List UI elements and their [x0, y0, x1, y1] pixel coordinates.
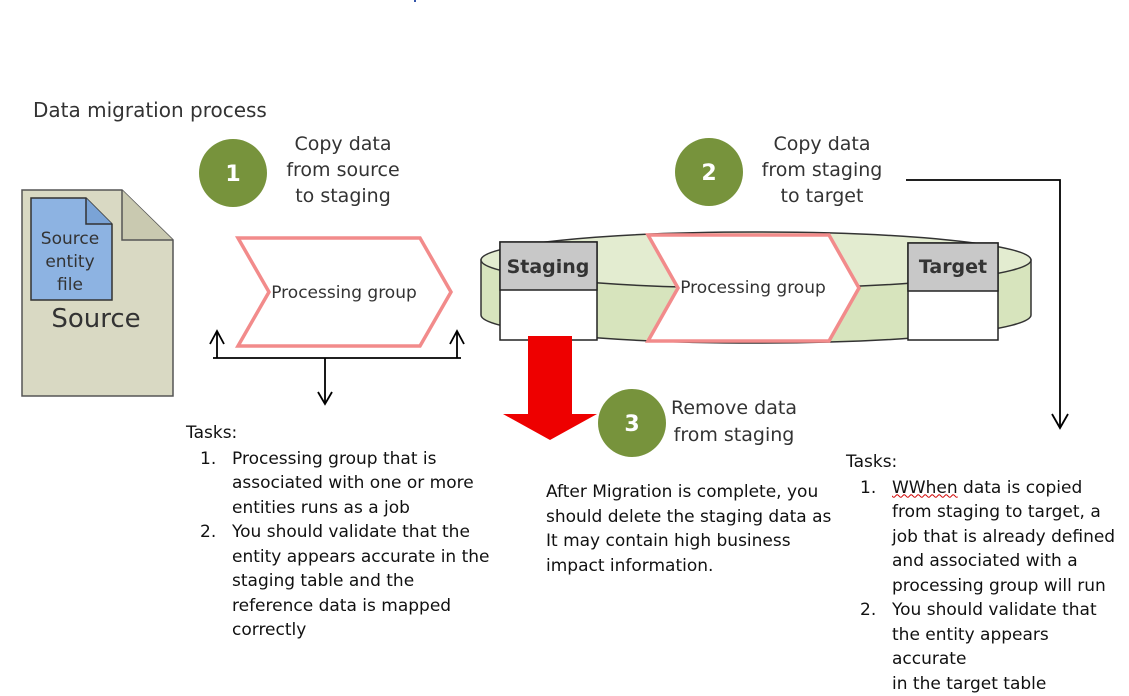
tasks-right-item-2-line: You should validate that [892, 598, 1126, 623]
tasks-left-item-1-line: associated with one or more [232, 471, 496, 496]
tasks-left-item-1-number: 1. [200, 447, 216, 472]
misspelled-word: WWhen [892, 478, 958, 498]
diagram-title: Data migration process [33, 98, 267, 122]
tasks-right-item-1-number: 1. [860, 476, 876, 501]
processing-group-1-label: Processing group [271, 283, 417, 303]
step-2-caption-line1: Copy data [773, 133, 870, 155]
remove-data-arrow [503, 336, 597, 440]
step-2-number: 2 [701, 161, 716, 186]
after-migration-line: It may contain high business [546, 529, 846, 554]
tasks-left-note: Tasks: 1. Processing group that is assoc… [186, 421, 496, 643]
tasks-left-list: 1. Processing group that is associated w… [186, 447, 496, 643]
tasks-left-item-2-line: reference data is mapped [232, 594, 496, 619]
tasks-left-item-2-line: entity appears accurate in the [232, 545, 496, 570]
step-3-caption-line1: Remove data [671, 397, 797, 419]
source-file-label-line1: Source [41, 229, 99, 249]
tasks-left-item-1-line: Processing group that is [232, 447, 496, 472]
step-2-caption-line3: to target [781, 185, 864, 207]
tasks-right-list: 1. WWhen data is copied from staging to … [846, 476, 1126, 696]
after-migration-line: After Migration is complete, you [546, 480, 846, 505]
tasks-left-heading: Tasks: [186, 421, 496, 446]
artifact-dot [414, 0, 416, 2]
tasks-right-item-1-line: and associated with a [892, 549, 1126, 574]
after-migration-note: After Migration is complete, you should … [546, 480, 846, 578]
tasks-right-item-1-line: job that is already defined [892, 525, 1126, 550]
step-2-caption-line2: from staging [762, 159, 883, 181]
step-3-number: 3 [624, 412, 639, 437]
tasks-right-item-2-line: the entity appears accurate [892, 623, 1126, 672]
tasks-left-item-1: 1. Processing group that is associated w… [186, 447, 496, 521]
tasks-right-note: Tasks: 1. WWhen data is copied from stag… [846, 450, 1126, 696]
tasks-left-item-2-line: correctly [232, 618, 496, 643]
tasks-left-item-1-line: entities runs as a job [232, 496, 496, 521]
source-file-label-line3: file [57, 275, 83, 295]
after-migration-line: should delete the staging data as [546, 505, 846, 530]
target-label: Target [919, 256, 987, 278]
source-label: Source [51, 304, 140, 334]
source-document: Source entity file Source [22, 190, 173, 396]
step-3-caption-line2: from staging [674, 424, 795, 446]
tasks-right-item-1: 1. WWhen data is copied from staging to … [846, 476, 1126, 599]
step-1-number: 1 [225, 162, 240, 187]
tasks-right-item-1-first-line: WWhen data is copied [892, 476, 1126, 501]
step-1-caption-line3: to staging [295, 185, 391, 207]
processing-group-2-label: Processing group [680, 278, 826, 298]
tasks-right-item-1-first-line-rest: data is copied [958, 478, 1083, 498]
staging-label: Staging [507, 256, 590, 278]
tasks-right-item-2-line: in the target table [892, 672, 1126, 696]
tasks-right-heading: Tasks: [846, 450, 1126, 475]
after-migration-line: impact information. [546, 554, 846, 579]
tasks-right-item-1-line: from staging to target, a [892, 500, 1126, 525]
tasks-left-item-2-line: staging table and the [232, 569, 496, 594]
step-1-caption-line1: Copy data [294, 133, 391, 155]
tasks-right-item-2-number: 2. [860, 598, 876, 623]
tasks-right-item-1-line: processing group will run [892, 574, 1126, 599]
tasks-left-item-2: 2. You should validate that the entity a… [186, 520, 496, 643]
tasks-left-item-2-line: You should validate that the [232, 520, 496, 545]
source-file-label-line2: entity [45, 252, 94, 272]
step-1-caption-line2: from source [286, 159, 399, 181]
tasks-left-item-2-number: 2. [200, 520, 216, 545]
tasks-right-item-2: 2. You should validate that the entity a… [846, 598, 1126, 696]
